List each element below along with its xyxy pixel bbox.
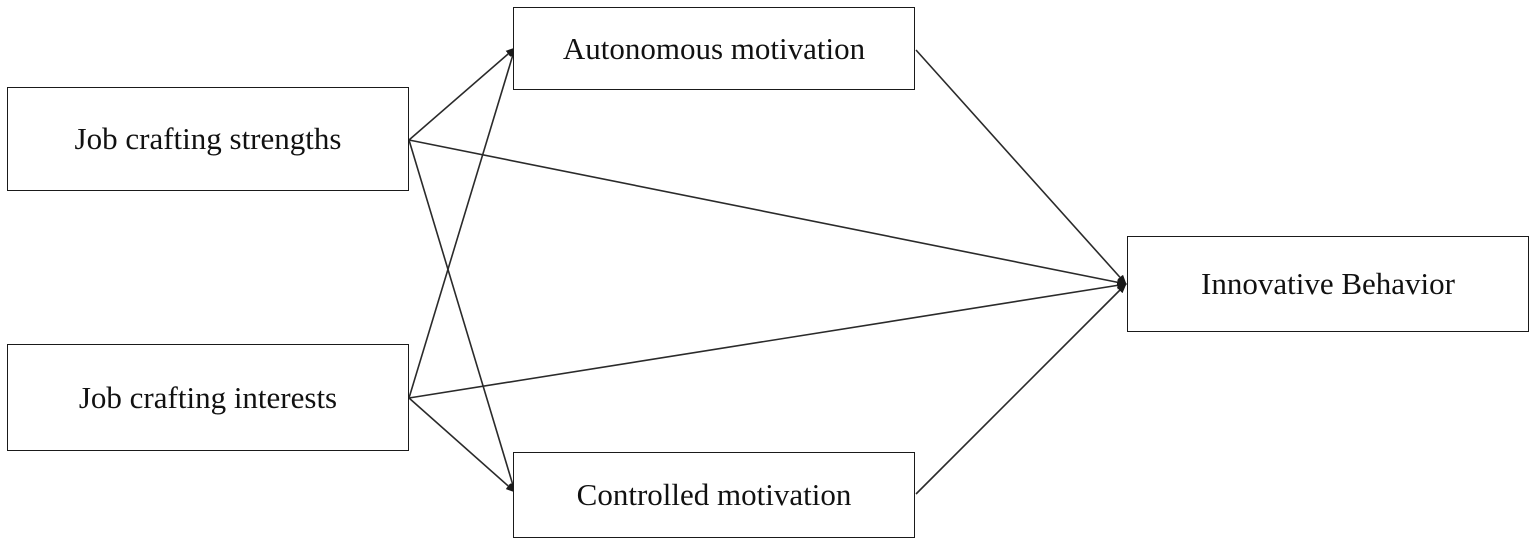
edge-controlled-motivation-to-innovative-behavior [915,283,1127,495]
edge-job-crafting-strengths-to-autonomous-motivation [408,47,516,141]
edge-job-crafting-interests-to-controlled-motivation [408,397,516,493]
node-controlled-motivation: Controlled motivation [513,452,915,538]
node-innovative-behavior: Innovative Behavior [1127,236,1529,332]
edge-job-crafting-interests-to-autonomous-motivation [408,47,517,399]
edge-job-crafting-interests-to-innovative-behavior [408,281,1127,399]
node-label: Autonomous motivation [562,30,866,66]
edge-job-crafting-strengths-to-innovative-behavior [408,139,1127,287]
node-label: Innovative Behavior [1201,266,1455,301]
node-label: Job crafting strengths [74,121,342,156]
node-label: Controlled motivation [576,477,852,512]
node-label: Job crafting interests [78,379,338,415]
edge-autonomous-motivation-to-innovative-behavior [915,49,1127,285]
node-autonomous-motivation: Autonomous motivation [513,7,915,90]
edges-layer [408,47,1127,495]
edge-job-crafting-strengths-to-controlled-motivation [408,139,517,493]
node-job-crafting-interests: Job crafting interests [7,344,409,451]
node-job-crafting-strengths: Job crafting strengths [7,87,409,191]
